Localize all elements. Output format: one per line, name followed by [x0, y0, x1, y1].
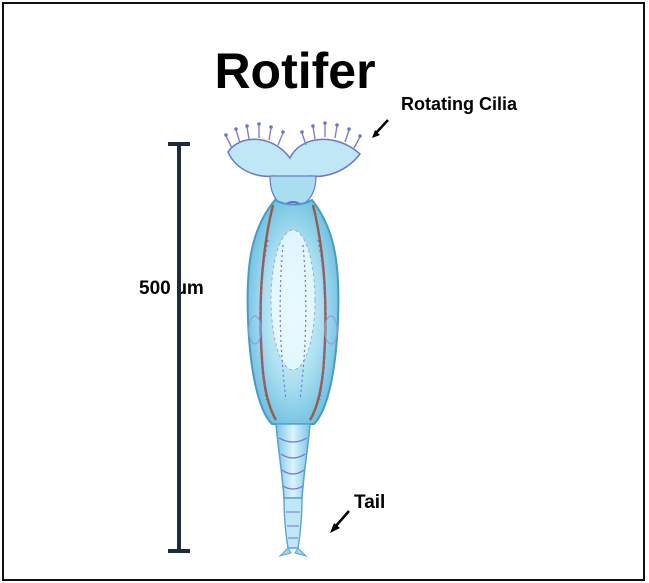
tail-arrow [330, 511, 349, 533]
scale-bar [168, 144, 190, 551]
foot-tail [276, 424, 310, 556]
body-trunk [248, 200, 339, 424]
cilia-arrow [372, 120, 388, 138]
